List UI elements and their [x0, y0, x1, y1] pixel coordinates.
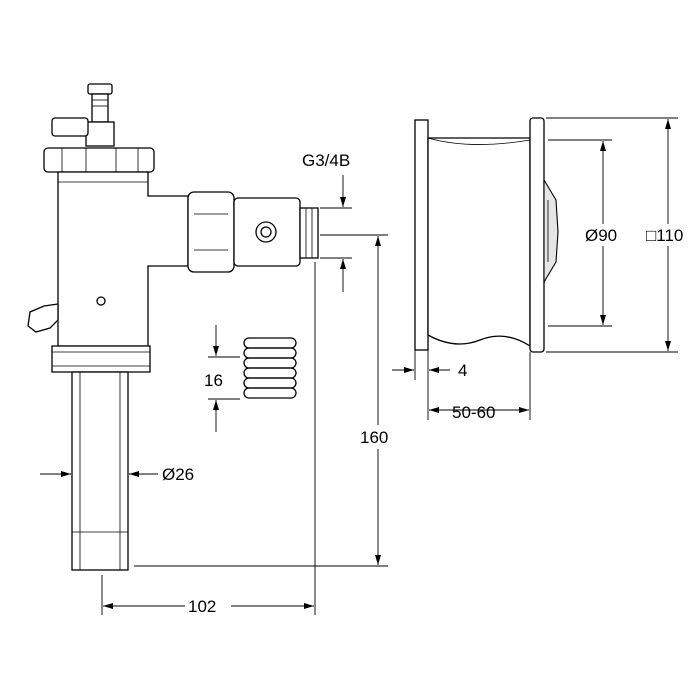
outlet-connector [187, 191, 319, 273]
wall-depth-label: 50-60 [452, 403, 495, 422]
spring-length-label: 16 [204, 371, 223, 390]
width-label: 102 [188, 597, 216, 616]
dimension-lines [40, 117, 678, 615]
flush-valve [27, 83, 189, 571]
plate-diameter-label: Ø90 [585, 226, 617, 245]
plate-square-label: □110 [646, 226, 683, 245]
thread-label: G3/4B [302, 151, 350, 170]
plate-thickness-label: 4 [458, 361, 467, 380]
tube-diameter-label: Ø26 [162, 465, 194, 484]
wall-plate-assembly [414, 117, 559, 353]
height-label: 160 [360, 428, 388, 447]
spring-icon [243, 337, 297, 399]
